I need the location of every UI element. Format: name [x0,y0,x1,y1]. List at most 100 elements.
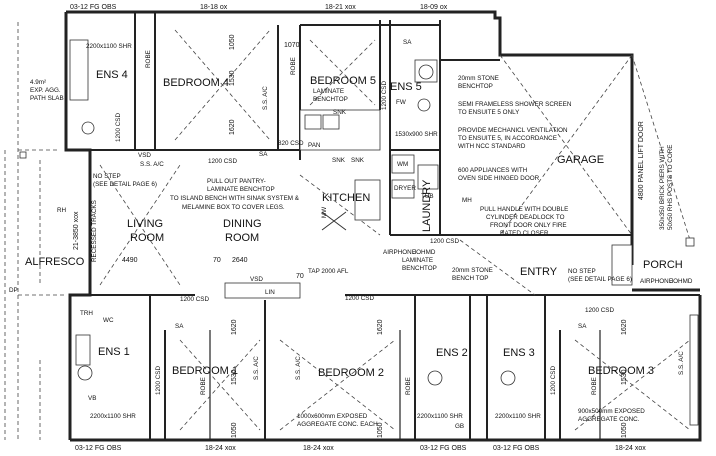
room-bedroom4: BEDROOM 4 [163,77,229,89]
note-shower-b: TO ENSUITE 5 ONLY [458,109,520,116]
dim-bottom-3: 18-24 xox [303,445,334,452]
note-vent-a: PROVIDE MECHANICL VENTILATION [458,127,568,134]
note-appl-a: 600 APPLIANCES WITH [458,167,528,174]
note-stone1-a: 20mm STONE [458,75,499,82]
label-expagg1-a: 1000x600mm EXPOSED [297,413,368,420]
room-dining-2: ROOM [225,232,259,244]
label-recessed: RECESSED TRACKS [91,200,98,262]
label-lambench2-a: LAMINATE [402,257,433,264]
room-living-2: ROOM [130,232,164,244]
dashed-lines [4,22,691,440]
dim-bottom-5: 03-12 FG OBS [493,445,540,452]
label-path-3: PATH SLAB [30,95,64,102]
dim-bottom-1: 03-12 FG OBS [75,445,122,452]
dimensions: 03-12 FG OBS 18-18 ox 18-21 xox 18-09 ox… [70,4,646,452]
label-ssac-4: S.S. A/C [295,356,302,380]
note-handle-a: PULL HANDLE WITH DOUBLE [480,206,568,213]
label-gb: GB [455,423,464,430]
labels: 1200 CSD 1200 CSD 820 CSD 1200 CSD 1200 … [9,39,693,430]
label-expagg1-b: AGGREGATE CONC. EACH [297,421,378,428]
dim-1050b: 1050 [231,422,238,438]
label-robe-3: ROBE [200,377,207,395]
room-dining-1: DINING [223,218,262,230]
room-ens2: ENS 2 [436,347,468,359]
dim-4800: 4800 PANEL LIFT DOOR [638,121,645,200]
room-ens5: ENS 5 [390,81,422,93]
label-vsd-1: VSD [250,276,263,283]
dim-1530b: 1530 [231,369,238,385]
label-robe-2: ROBE [290,57,297,75]
note-vent-b: TO ENSUITE 5, IN ACCORDANCE [458,135,557,142]
label-csd-2: 1200 CSD [208,158,238,165]
label-snk-2: SNK [332,157,346,164]
note-handle-c: FRONT DOOR ONLY FIRE [490,222,567,229]
note-appl-b: OVEN SIDE HINGED DOOR [458,175,540,182]
notes: 20mm STONE BENCHTOP SEMI FRAMELESS SHOWE… [170,75,572,282]
label-csd-7: 1200 CSD [585,307,615,314]
label-fw: FW [396,99,406,106]
label-mh: MH [462,197,472,204]
label-lambench-b: BENCHTOP [313,96,348,103]
label-csd-820: 820 CSD [278,140,304,147]
label-snk-1: SNK [333,109,347,116]
room-ens3: ENS 3 [503,347,535,359]
label-sa-1: SA [403,39,412,46]
label-lin: LIN [265,289,275,296]
label-shr-4: 2200x1100 SHR [495,413,541,420]
label-shr-3: 2200x1100 SHR [417,413,463,420]
dim-3850: 21-3850 xox [73,211,80,250]
note-handle-b: CYLINDER DEADLOCK TO [486,214,565,221]
room-ens1: ENS 1 [98,346,130,358]
dim-bottom-2: 18-24 xox [205,445,236,452]
label-trh: TRH [80,310,93,317]
label-dryer: DRYER [394,185,416,192]
dim-1620c: 1620 [377,319,384,335]
label-tap: TAP 2000 AFL [308,268,349,275]
label-wm: WM [397,161,408,168]
label-ssac-2: S.S. A/C [140,161,164,168]
label-ssac-1: S.S. A/C [262,86,269,110]
label-ssac-3: S.S. A/C [253,356,260,380]
note-stone2-a: 20mm STONE [452,267,493,274]
label-shr-2: 2200x1100 SHR [90,413,136,420]
note-pantry-b: LAMINATE BENCHTOP [207,186,275,193]
dim-1530a: 1530 [229,70,236,86]
label-pier-1: 350x350 BRICK PIERS WITH [659,146,666,230]
dim-2640: 2640 [232,257,248,264]
label-sa-2: SA [175,323,184,330]
note-pantry-c: TO ISLAND BENCH WITH SINAK SYSTEM & [170,195,300,202]
dim-bottom-6: 18-24 xox [615,445,646,452]
room-bedroom3: BEDROOM 3 [588,365,654,377]
note-shower-a: SEMI FRAMELESS SHOWER SCREEN [458,101,572,108]
note-stone2-b: BENCH TOP [452,275,489,282]
dim-1620a: 1620 [229,119,236,135]
label-shr-5: 1530x900 SHR [395,131,438,138]
label-lambench-a: LAMINATE [313,88,344,95]
room-bedroom1: BEDROOM 1 [172,365,238,377]
note-pantry-a: PULL OUT PANTRY- [207,178,266,185]
label-sa-3: SA [259,151,268,158]
dim-1620d: 1620 [621,319,628,335]
label-pan: PAN [308,142,321,149]
label-robe-5: ROBE [591,377,598,395]
note-pantry-d: MELAMINE BOX TO COVER LEGS. [182,204,285,211]
dim-70a: 70 [213,257,221,264]
room-labels: BEDROOM 4 BEDROOM 5 ENS 4 ENS 5 GARAGE L… [25,69,683,379]
dim-4490: 4490 [122,257,138,264]
inner-walls [90,12,700,440]
label-nostep2-b: (SEE DETAIL PAGE 6) [568,276,632,283]
label-csd-1: 1200 CSD [115,112,122,142]
room-living-1: LIVING [127,218,163,230]
label-wc: WC [103,317,114,324]
label-nostep1-a: NO STEP [93,173,121,180]
label-robe-4: ROBE [405,377,412,395]
label-path-2: EXP. AGG. [30,87,61,94]
note-vent-c: WITH NCC STANDARD [458,143,526,150]
dim-1070: 1070 [284,42,300,49]
label-ssac-5: S.S. A/C [678,351,685,375]
room-bedroom2: BEDROOM 2 [318,367,384,379]
label-robe-1: ROBE [145,50,152,68]
label-vb: VB [88,395,96,402]
dim-1620b: 1620 [231,319,238,335]
